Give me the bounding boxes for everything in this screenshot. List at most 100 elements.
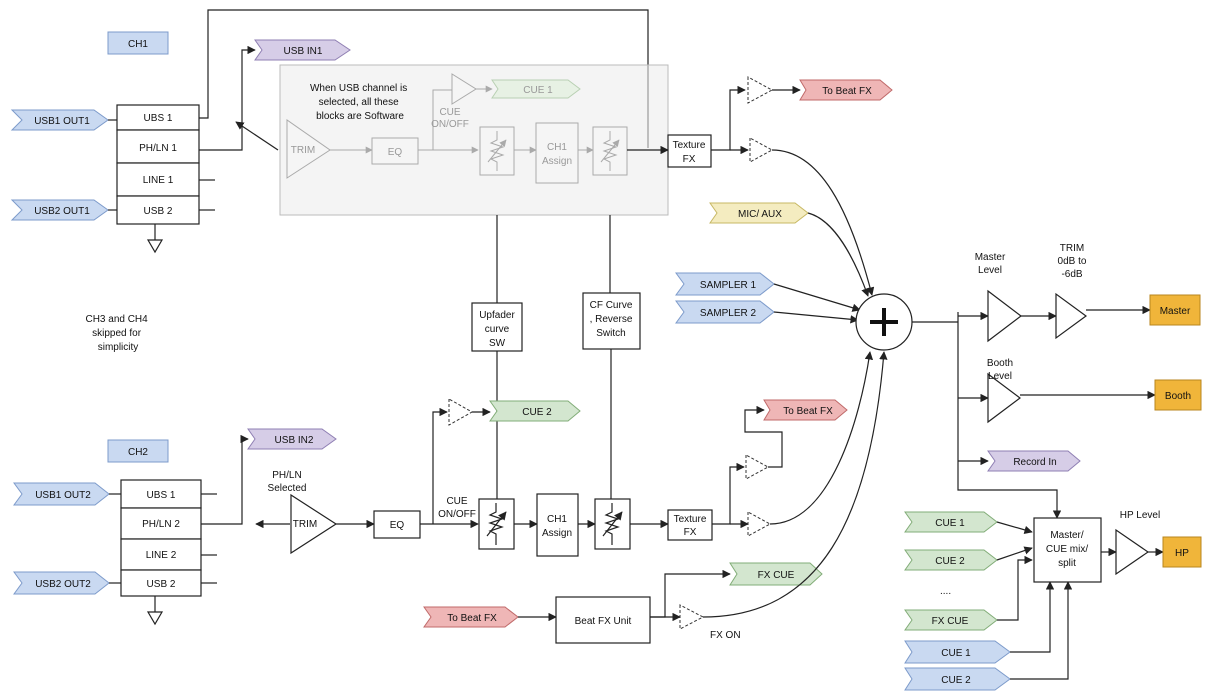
cue2-in-tag: [904, 549, 998, 571]
trim-2: 0dB to: [1058, 256, 1087, 267]
beat-fx-unit-label: Beat FX Unit: [575, 616, 632, 627]
ch2-cue-label: CUE 2: [522, 407, 552, 418]
hp-output-label: HP: [1175, 548, 1189, 559]
ch1-usb1-out-label: USB1 OUT1: [34, 116, 90, 127]
upfader-1: Upfader: [479, 310, 515, 321]
ch1-assign-ghost-1: CH1: [547, 142, 567, 153]
ch1-eq-ghost-label: EQ: [388, 147, 403, 158]
ch1-input-selector: UBS 1 PH/LN 1 LINE 1 USB 2: [116, 104, 200, 225]
ch2-usb-in-label: USB IN2: [275, 435, 314, 446]
master-output-label: Master: [1160, 306, 1191, 317]
fx-cue-tag: [729, 562, 823, 586]
beat-fx-in-label: To Beat FX: [447, 613, 497, 624]
ch1-assign-ghost: [535, 122, 579, 184]
master-cue-mix-split: [1033, 517, 1102, 583]
master-level-2: Level: [978, 265, 1002, 276]
ch2-assign-2: Assign: [542, 528, 572, 539]
ch2-assign: [536, 493, 579, 557]
ch2-texture-fx-1: Texture: [674, 514, 707, 525]
ch2-to-beat-fx-tag: [763, 399, 848, 421]
booth-output: [1154, 379, 1202, 411]
ch2-cue-onoff-1: CUE: [446, 496, 467, 507]
ch1-master-tri: [749, 137, 774, 163]
ch2-cue-tag: [489, 400, 581, 422]
ch2-usb1-out-label: USB1 OUT2: [35, 490, 91, 501]
ch2-label: CH2: [128, 447, 148, 458]
ch2-to-beat-fx-label: To Beat FX: [783, 406, 833, 417]
ch2-texture-fx: [667, 509, 713, 541]
ch1-cue-onoff-ghost-1: CUE: [439, 107, 460, 118]
to-beat-fx-top-tag: [799, 79, 893, 101]
fx-on-tri: [679, 604, 705, 630]
ch1-trim-ghost: [286, 119, 331, 179]
ch1-usb1-out-tag: [10, 109, 109, 131]
ch1-usb-in-label: USB IN1: [284, 46, 323, 57]
sampler1-label: SAMPLER 1: [700, 280, 757, 291]
booth-level-2: Level: [988, 371, 1012, 382]
ch2-eq-label: EQ: [390, 520, 405, 531]
cue2-blue-label: CUE 2: [941, 675, 971, 686]
booth-level-amp: [987, 372, 1021, 424]
upfader-2: curve: [485, 324, 510, 335]
ch1-input-4: USB 2: [144, 206, 173, 217]
ch2-cue-onoff-2: ON/OFF: [438, 509, 476, 520]
cf-2: , Reverse: [590, 314, 633, 325]
ch1-usb2-out-tag: [10, 199, 109, 221]
cue2-blue-tag: [904, 667, 1011, 691]
record-in-tag: [987, 450, 1081, 472]
hp-level-amp: [1115, 528, 1150, 576]
ch2-usb1-out-tag: [13, 482, 110, 506]
ch2-input-selector: UBS 1 PH/LN 2 LINE 2 USB 2: [120, 479, 202, 597]
to-beat-fx-top-label: To Beat FX: [822, 86, 872, 97]
ch2-master-tri: [747, 511, 772, 537]
mix-2: CUE mix/: [1046, 544, 1088, 555]
ch1-usb2-out-label: USB2 OUT1: [34, 206, 90, 217]
mix-1: Master/: [1050, 530, 1084, 541]
master-output: [1149, 294, 1201, 326]
ch2-assign-1: CH1: [547, 514, 567, 525]
upfader-curve-sw: [471, 302, 523, 352]
cue2-in-label: CUE 2: [935, 556, 965, 567]
ch2-input-2: PH/LN 2: [142, 519, 180, 530]
ch1-cue-ghost-tri: [451, 73, 477, 105]
ch2-input-3: LINE 2: [146, 550, 177, 561]
cue1-blue-tag: [904, 640, 1011, 664]
cue1-blue-label: CUE 1: [941, 648, 971, 659]
beat-fx-unit: [555, 596, 651, 644]
cue1-in-label: CUE 1: [935, 518, 965, 529]
ch2-phln-selected-1: PH/LN: [272, 470, 301, 481]
ch1-ground-icon: [146, 239, 164, 254]
mic-aux-tag: [709, 202, 809, 224]
to-beat-fx-top-tri: [747, 76, 774, 104]
hp-output: [1162, 536, 1202, 568]
master-level-amp: [987, 289, 1022, 343]
fx-on-label: FX ON: [710, 630, 741, 641]
cue1-in-tag: [904, 511, 998, 533]
ch1-usb-in-tag: [254, 39, 351, 61]
booth-output-label: Booth: [1165, 391, 1191, 402]
fx-cue-label: FX CUE: [758, 570, 795, 581]
trim-1: TRIM: [1060, 243, 1084, 254]
upfader-3: SW: [489, 338, 506, 349]
mix-3: split: [1058, 558, 1076, 569]
ch2-texture-fx-2: FX: [684, 527, 697, 538]
ch2-beat-fx-tri: [745, 454, 770, 480]
sampler1-tag: [675, 272, 775, 296]
ch3-ch4-note: CH3 and CH4 skipped for simplicity: [85, 314, 150, 353]
sampler2-tag: [675, 300, 775, 324]
ch2-usb2-out-tag: [13, 571, 110, 595]
ch2-trim-label: TRIM: [293, 519, 317, 530]
ch1-texture-fx-1: Texture: [673, 140, 706, 151]
hp-level-label: HP Level: [1120, 510, 1160, 521]
ch1-label-box: [107, 31, 169, 55]
ch1-cue-ghost-label: CUE 1: [523, 85, 553, 96]
ch2-input-4: USB 2: [147, 579, 176, 590]
ch2-label-box: [107, 439, 169, 463]
beat-fx-in-tag: [423, 606, 519, 628]
ch2-usb2-out-label: USB2 OUT2: [35, 579, 91, 590]
booth-level-1: Booth: [987, 358, 1013, 369]
ch1-assign-ghost-2: Assign: [542, 156, 572, 167]
fx-cue-in-tag: [904, 609, 998, 631]
